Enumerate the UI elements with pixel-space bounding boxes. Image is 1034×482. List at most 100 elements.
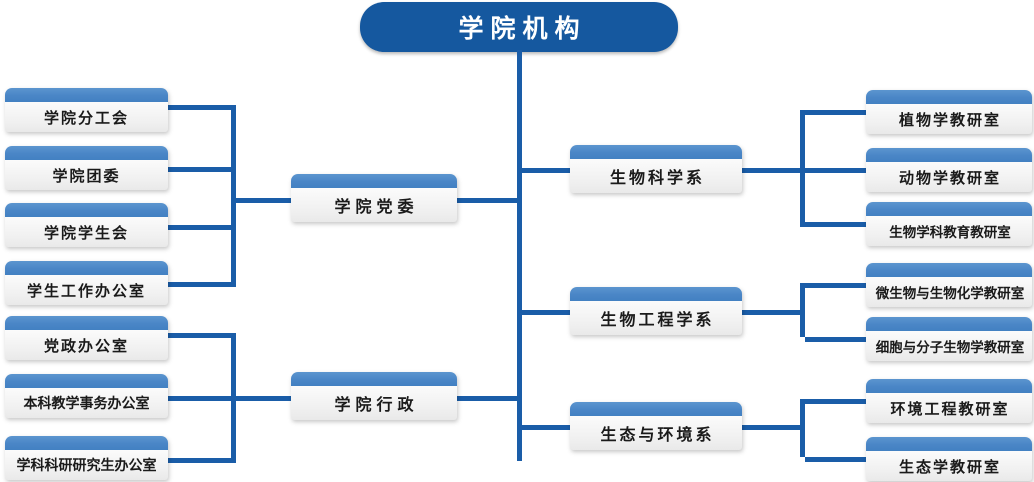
node-label: 党政办公室 bbox=[43, 336, 129, 355]
node-cap bbox=[570, 287, 742, 301]
node-label: 学科科研研究生办公室 bbox=[16, 458, 157, 474]
node-cap bbox=[866, 379, 1032, 393]
root-node-college-structure[interactable]: 学院机构 bbox=[360, 2, 678, 52]
node-ecology-teaching-office[interactable]: 生态学教研室 bbox=[866, 437, 1032, 481]
node-cap bbox=[291, 174, 457, 188]
node-label: 学院行政 bbox=[334, 395, 419, 414]
node-cap bbox=[5, 203, 168, 217]
connector-party-child-3 bbox=[168, 225, 236, 230]
node-biology-education-teaching-office[interactable]: 生物学科教育教研室 bbox=[866, 202, 1032, 246]
connector-dept3-child-1 bbox=[805, 399, 866, 404]
node-label: 学院学生会 bbox=[43, 223, 129, 242]
node-label: 学院团委 bbox=[52, 166, 121, 185]
connector-admin-child-3 bbox=[168, 458, 236, 463]
connector-spine-to-admin bbox=[455, 396, 519, 401]
node-body: 细胞与分子生物学教研室 bbox=[866, 331, 1032, 361]
node-college-labor-union[interactable]: 学院分工会 bbox=[5, 88, 168, 132]
node-body: 本科教学事务办公室 bbox=[5, 388, 168, 418]
node-microbiology-biochemistry-teaching-office[interactable]: 微生物与生物化学教研室 bbox=[866, 263, 1032, 307]
connector-party-bracket-spine bbox=[231, 105, 236, 287]
node-college-youth-league[interactable]: 学院团委 bbox=[5, 146, 168, 190]
node-body: 学院党委 bbox=[291, 188, 457, 222]
connector-dept1-bracket-to-node bbox=[742, 168, 805, 173]
node-cap bbox=[866, 148, 1032, 162]
node-cap bbox=[570, 402, 742, 416]
node-label: 学院党委 bbox=[334, 197, 419, 216]
node-label: 微生物与生物化学教研室 bbox=[875, 286, 1025, 302]
node-college-student-union[interactable]: 学院学生会 bbox=[5, 203, 168, 247]
node-department-ecology-environment[interactable]: 生态与环境系 bbox=[570, 402, 742, 450]
node-cap bbox=[291, 372, 457, 386]
node-student-affairs-office[interactable]: 学生工作办公室 bbox=[5, 261, 168, 305]
node-body: 学院分工会 bbox=[5, 102, 168, 132]
node-department-bioengineering[interactable]: 生物工程学系 bbox=[570, 287, 742, 335]
node-cap bbox=[866, 90, 1032, 104]
node-label: 生态与环境系 bbox=[600, 425, 715, 444]
node-cap bbox=[866, 263, 1032, 277]
node-label: 细胞与分子生物学教研室 bbox=[875, 340, 1025, 356]
node-label: 生态学教研室 bbox=[898, 457, 1001, 476]
node-body: 党政办公室 bbox=[5, 330, 168, 360]
node-label: 生物工程学系 bbox=[600, 310, 715, 329]
node-cap bbox=[866, 437, 1032, 451]
node-department-biological-sciences[interactable]: 生物科学系 bbox=[570, 145, 742, 193]
node-cap bbox=[866, 317, 1032, 331]
connector-admin-bracket-to-node bbox=[236, 396, 293, 401]
node-body: 环境工程教研室 bbox=[866, 393, 1032, 423]
node-cell-molecular-biology-teaching-office[interactable]: 细胞与分子生物学教研室 bbox=[866, 317, 1032, 361]
connector-dept2-child-2 bbox=[805, 337, 866, 342]
node-body: 植物学教研室 bbox=[866, 104, 1032, 134]
node-body: 生物学科教育教研室 bbox=[866, 216, 1032, 246]
node-college-party-committee[interactable]: 学院党委 bbox=[291, 174, 457, 222]
node-party-government-office[interactable]: 党政办公室 bbox=[5, 316, 168, 360]
node-label: 动物学教研室 bbox=[898, 168, 1001, 187]
node-botany-teaching-office[interactable]: 植物学教研室 bbox=[866, 90, 1032, 134]
node-cap bbox=[5, 88, 168, 102]
node-label: 生物科学系 bbox=[609, 168, 705, 187]
node-label: 学生工作办公室 bbox=[26, 281, 146, 300]
node-body: 学科科研研究生办公室 bbox=[5, 450, 168, 480]
node-cap bbox=[5, 374, 168, 388]
node-body: 生物工程学系 bbox=[570, 301, 742, 335]
node-cap bbox=[5, 261, 168, 275]
node-body: 生态学教研室 bbox=[866, 451, 1032, 481]
connector-dept1-child-3 bbox=[805, 222, 866, 227]
connector-root-spine bbox=[517, 50, 522, 461]
connector-admin-child-2 bbox=[168, 396, 236, 401]
node-body: 生态与环境系 bbox=[570, 416, 742, 450]
connector-admin-child-1 bbox=[168, 333, 236, 338]
connector-spine-to-dept-2 bbox=[519, 310, 571, 315]
node-college-administration[interactable]: 学院行政 bbox=[291, 372, 457, 420]
node-cap bbox=[5, 146, 168, 160]
connector-spine-to-dept-3 bbox=[519, 425, 571, 430]
node-label: 本科教学事务办公室 bbox=[23, 396, 150, 412]
node-cap bbox=[570, 145, 742, 159]
connector-party-child-4 bbox=[168, 282, 236, 287]
node-zoology-teaching-office[interactable]: 动物学教研室 bbox=[866, 148, 1032, 192]
node-cap bbox=[5, 316, 168, 330]
node-label: 学院分工会 bbox=[43, 108, 129, 127]
node-body: 学院行政 bbox=[291, 386, 457, 420]
connector-dept1-child-2 bbox=[805, 168, 866, 173]
node-environmental-engineering-teaching-office[interactable]: 环境工程教研室 bbox=[866, 379, 1032, 423]
node-undergraduate-teaching-office[interactable]: 本科教学事务办公室 bbox=[5, 374, 168, 418]
node-body: 学生工作办公室 bbox=[5, 275, 168, 305]
root-node-label: 学院机构 bbox=[458, 14, 587, 43]
node-graduate-research-office[interactable]: 学科科研研究生办公室 bbox=[5, 436, 168, 480]
node-cap bbox=[5, 436, 168, 450]
connector-dept2-bracket-to-node bbox=[742, 310, 805, 315]
node-label: 植物学教研室 bbox=[898, 110, 1001, 129]
connector-spine-to-party bbox=[455, 198, 519, 203]
connector-party-bracket-to-node bbox=[236, 198, 293, 203]
connector-party-child-1 bbox=[168, 105, 236, 110]
connector-spine-to-dept-1 bbox=[519, 168, 571, 173]
node-body: 生物科学系 bbox=[570, 159, 742, 193]
connector-dept1-child-1 bbox=[805, 110, 866, 115]
node-body: 学院学生会 bbox=[5, 217, 168, 247]
node-body: 微生物与生物化学教研室 bbox=[866, 277, 1032, 307]
node-body: 学院团委 bbox=[5, 160, 168, 190]
node-cap bbox=[866, 202, 1032, 216]
connector-party-child-2 bbox=[168, 167, 236, 172]
node-body: 动物学教研室 bbox=[866, 162, 1032, 192]
